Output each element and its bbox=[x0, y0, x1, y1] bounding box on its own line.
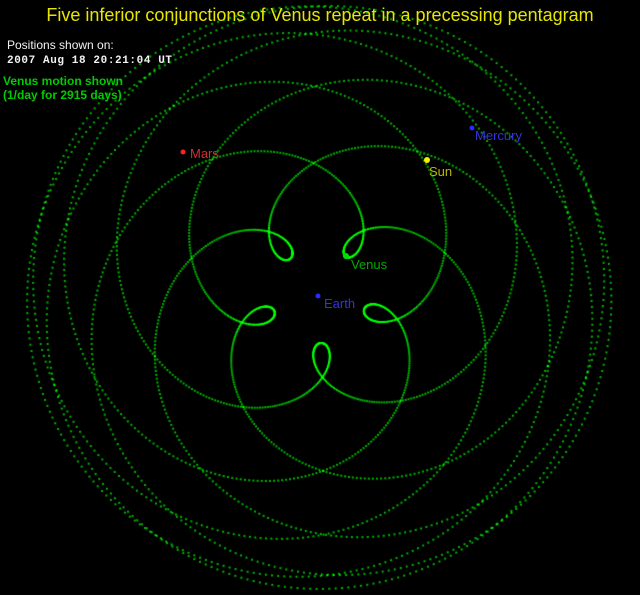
positions-heading: Positions shown on: bbox=[7, 38, 114, 52]
venus-motion-note: Venus motion shown (1/day for 2915 days) bbox=[3, 74, 123, 102]
mercury-label: Mercury bbox=[475, 128, 522, 143]
venus-motion-note-line2: (1/day for 2915 days) bbox=[3, 88, 122, 102]
earth-dot bbox=[315, 293, 321, 299]
venus-dot bbox=[343, 253, 349, 259]
sun-dot bbox=[424, 157, 430, 163]
venus-motion-note-line1: Venus motion shown bbox=[3, 74, 124, 88]
positions-timestamp: 2007 Aug 18 20:21:04 UT bbox=[7, 55, 173, 67]
mars-label: Mars bbox=[190, 146, 219, 161]
sun-label: Sun bbox=[429, 164, 453, 179]
venus-label: Venus bbox=[351, 257, 388, 272]
mars-dot bbox=[180, 149, 186, 155]
mercury-dot bbox=[469, 125, 475, 131]
earth-label: Earth bbox=[324, 296, 356, 311]
page-title: Five inferior conjunctions of Venus repe… bbox=[46, 5, 594, 25]
positions-info-panel: Positions shown on: 2007 Aug 18 20:21:04… bbox=[7, 38, 173, 68]
